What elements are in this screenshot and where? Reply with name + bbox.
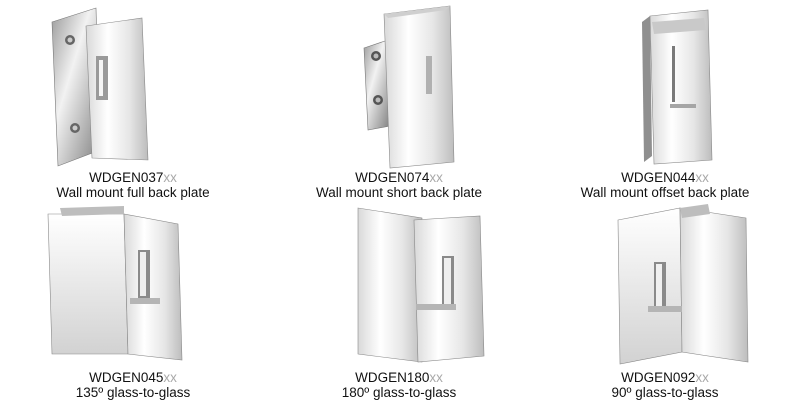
product-card-6[interactable]: WDGEN092xx 90º glass-to-glass <box>532 200 798 400</box>
90-glass-to-glass-hinge-image <box>617 204 749 365</box>
product-card-4[interactable]: WDGEN045xx 135º glass-to-glass <box>0 200 266 400</box>
product-card-3[interactable]: WDGEN044xx Wall mount offset back plate <box>532 0 798 200</box>
code-suffix: xx <box>429 170 443 185</box>
code-suffix: xx <box>163 370 177 385</box>
product-description: 90º glass-to-glass <box>611 385 719 400</box>
wall-mount-short-back-plate-hinge-image <box>363 5 455 169</box>
product-card-2[interactable]: WDGEN074xx Wall mount short back plate <box>266 0 532 200</box>
product-description: Wall mount short back plate <box>315 185 483 200</box>
180-glass-to-glass-hinge-image <box>357 207 485 363</box>
product-code: WDGEN092xx <box>621 370 709 385</box>
product-description: 180º glass-to-glass <box>341 385 457 400</box>
code-suffix: xx <box>163 170 177 185</box>
product-card-5[interactable]: WDGEN180xx 180º glass-to-glass <box>266 200 532 400</box>
product-description: Wall mount offset back plate <box>580 185 750 200</box>
code-suffix: xx <box>429 370 443 385</box>
product-code: WDGEN044xx <box>621 170 709 185</box>
product-description: 135º glass-to-glass <box>75 385 191 400</box>
product-code: WDGEN180xx <box>355 370 443 385</box>
product-card-1[interactable]: WDGEN037xx Wall mount full back plate <box>0 0 266 200</box>
135-glass-to-glass-hinge-image <box>47 206 183 361</box>
wall-mount-full-back-plate-hinge-image <box>51 7 149 167</box>
code-suffix: xx <box>695 370 709 385</box>
code-suffix: xx <box>695 170 709 185</box>
product-description: Wall mount full back plate <box>56 185 210 200</box>
product-code: WDGEN045xx <box>89 370 177 385</box>
product-code: WDGEN037xx <box>89 170 177 185</box>
product-code: WDGEN074xx <box>355 170 443 185</box>
wall-mount-offset-back-plate-hinge-image <box>642 9 713 165</box>
